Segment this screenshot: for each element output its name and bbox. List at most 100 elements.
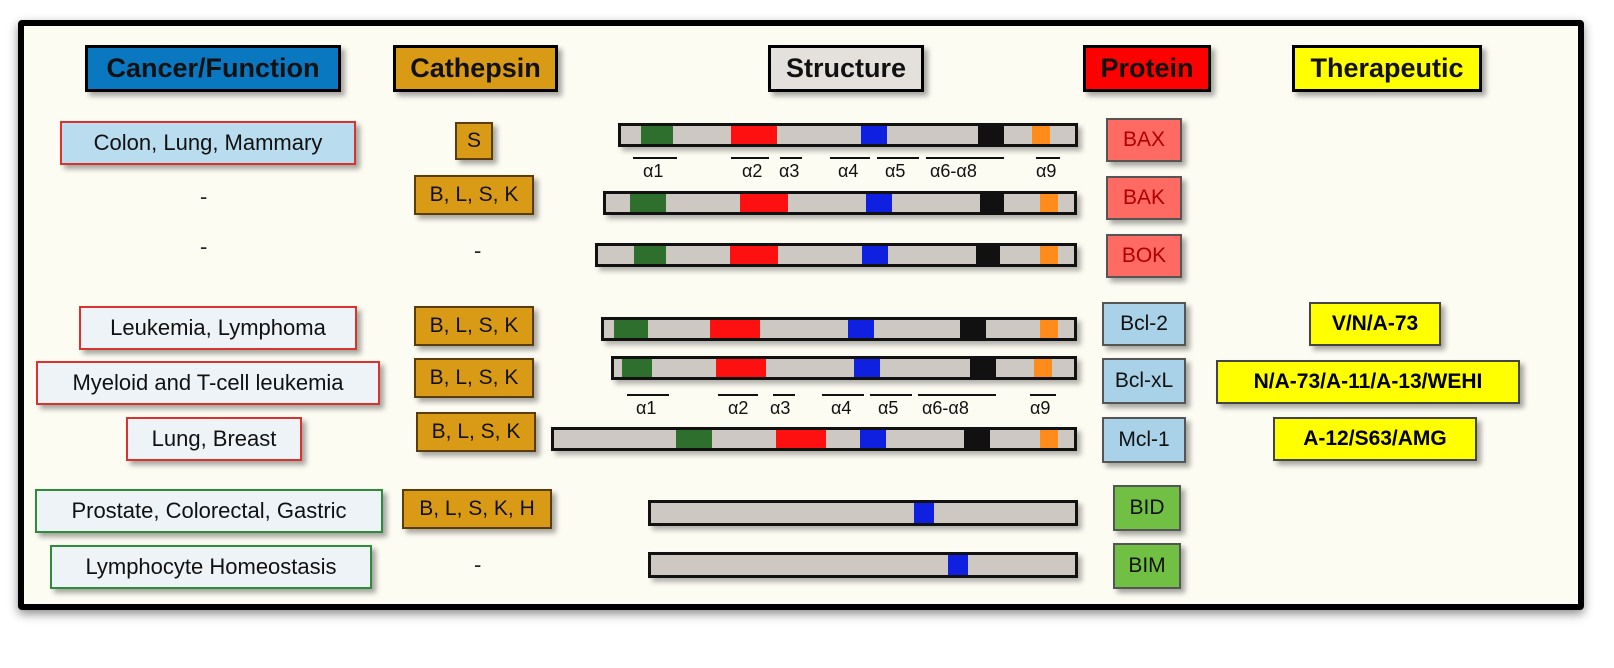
bh3-blue <box>914 503 934 523</box>
helix-underline <box>830 157 870 159</box>
helix-label-a3: α3 <box>770 398 791 418</box>
protein-bcl2: Bcl-2 <box>1102 302 1186 346</box>
structure-bar-mcl1 <box>551 427 1077 451</box>
helix-label-a6-a8: α6-α8 <box>922 398 969 418</box>
therapeutic-bcl2: V/N/A-73 <box>1309 302 1441 346</box>
helix-underline <box>780 157 802 159</box>
helix-label-a4: α4 <box>831 398 852 418</box>
helix-underline <box>627 394 669 396</box>
cathepsin-bak: B, L, S, K <box>414 175 534 215</box>
protein-mcl1: Mcl-1 <box>1102 417 1186 463</box>
cathepsin-bok: - <box>474 238 482 263</box>
header-cathepsin: Cathepsin <box>393 45 558 92</box>
helix-label-a1: α1 <box>643 161 664 181</box>
helix-a5-blue <box>861 126 887 144</box>
cancer-bok: - <box>200 234 208 259</box>
helix-a1-green <box>676 430 712 448</box>
helix-a9-orange <box>1040 246 1058 264</box>
helix-a1-green <box>641 126 673 144</box>
header-cancer-function: Cancer/Function <box>85 45 341 92</box>
helix-underline <box>731 157 769 159</box>
cathepsin-bclxl: B, L, S, K <box>414 358 534 398</box>
helix-a9-orange <box>1034 359 1052 377</box>
helix-a5-blue <box>854 359 880 377</box>
structure-bar-bcl2 <box>601 317 1077 341</box>
bh3-blue <box>948 555 968 575</box>
helix-label-a2: α2 <box>742 161 763 181</box>
cancer-bim: Lymphocyte Homeostasis <box>50 545 372 589</box>
structure-bar-bax <box>618 123 1078 147</box>
structure-bar-bok <box>595 243 1077 267</box>
helix-a2-red <box>710 320 760 338</box>
header-therapeutic: Therapeutic <box>1292 45 1482 92</box>
protein-bok: BOK <box>1106 234 1182 278</box>
structure-bar-bim <box>648 552 1078 578</box>
protein-bclxl: Bcl-xL <box>1102 358 1186 404</box>
cathepsin-bid: B, L, S, K, H <box>402 489 552 529</box>
helix-a1-green <box>630 194 666 212</box>
cathepsin-bax: S <box>455 122 493 160</box>
helix-label-a1: α1 <box>636 398 657 418</box>
cathepsin-bcl2: B, L, S, K <box>414 306 534 346</box>
helix-label-a4: α4 <box>838 161 859 181</box>
helix-underline <box>870 394 912 396</box>
helix-a5-blue <box>866 194 892 212</box>
helix-label-a2: α2 <box>728 398 749 418</box>
helix-label-a9: α9 <box>1036 161 1057 181</box>
helix-a9-orange <box>1040 430 1058 448</box>
helix-a2-red <box>776 430 826 448</box>
helix-a6-black <box>970 359 996 377</box>
cancer-bcl2: Leukemia, Lymphoma <box>79 306 357 350</box>
therapeutic-mcl1: A-12/S63/AMG <box>1273 417 1477 461</box>
cancer-bak: - <box>200 184 208 209</box>
helix-underline <box>1036 157 1060 159</box>
helix-label-a5: α5 <box>878 398 899 418</box>
helix-a6-black <box>964 430 990 448</box>
protein-bax: BAX <box>1106 118 1182 162</box>
helix-underline <box>926 157 1004 159</box>
protein-bid: BID <box>1113 485 1181 531</box>
helix-a5-blue <box>848 320 874 338</box>
cancer-mcl1: Lung, Breast <box>126 417 302 461</box>
protein-bak: BAK <box>1106 176 1182 220</box>
helix-a1-green <box>614 320 648 338</box>
helix-label-a3: α3 <box>779 161 800 181</box>
cathepsin-bim: - <box>474 552 482 577</box>
helix-a6-black <box>960 320 986 338</box>
helix-a9-orange <box>1040 320 1058 338</box>
cancer-bid: Prostate, Colorectal, Gastric <box>35 489 383 533</box>
helix-underline <box>918 394 996 396</box>
structure-bar-bak <box>603 191 1077 215</box>
cathepsin-mcl1: B, L, S, K <box>416 412 536 452</box>
helix-a1-green <box>622 359 652 377</box>
helix-underline <box>633 157 677 159</box>
cancer-bclxl: Myeloid and T-cell leukemia <box>36 361 380 405</box>
structure-bar-bclxl <box>611 356 1077 380</box>
helix-label-a9: α9 <box>1030 398 1051 418</box>
helix-a5-blue <box>860 430 886 448</box>
helix-a6-black <box>978 126 1004 144</box>
helix-underline <box>718 394 758 396</box>
helix-underline <box>877 157 919 159</box>
protein-bim: BIM <box>1113 543 1181 589</box>
helix-a9-orange <box>1032 126 1050 144</box>
helix-a2-red <box>730 246 778 264</box>
helix-a6-black <box>976 246 1000 264</box>
helix-underline <box>822 394 864 396</box>
helix-a2-red <box>731 126 777 144</box>
therapeutic-bclxl: N/A-73/A-11/A-13/WEHI <box>1216 360 1520 404</box>
header-protein: Protein <box>1083 45 1211 92</box>
helix-a5-blue <box>862 246 888 264</box>
helix-underline <box>773 394 795 396</box>
helix-a1-green <box>634 246 666 264</box>
header-structure: Structure <box>768 45 924 92</box>
helix-a2-red <box>740 194 788 212</box>
helix-a6-black <box>980 194 1004 212</box>
helix-a2-red <box>716 359 766 377</box>
helix-a9-orange <box>1040 194 1058 212</box>
helix-label-a6-a8: α6-α8 <box>930 161 977 181</box>
cancer-bax: Colon, Lung, Mammary <box>60 121 356 165</box>
structure-bar-bid <box>648 500 1078 526</box>
helix-underline <box>1030 394 1056 396</box>
helix-label-a5: α5 <box>885 161 906 181</box>
